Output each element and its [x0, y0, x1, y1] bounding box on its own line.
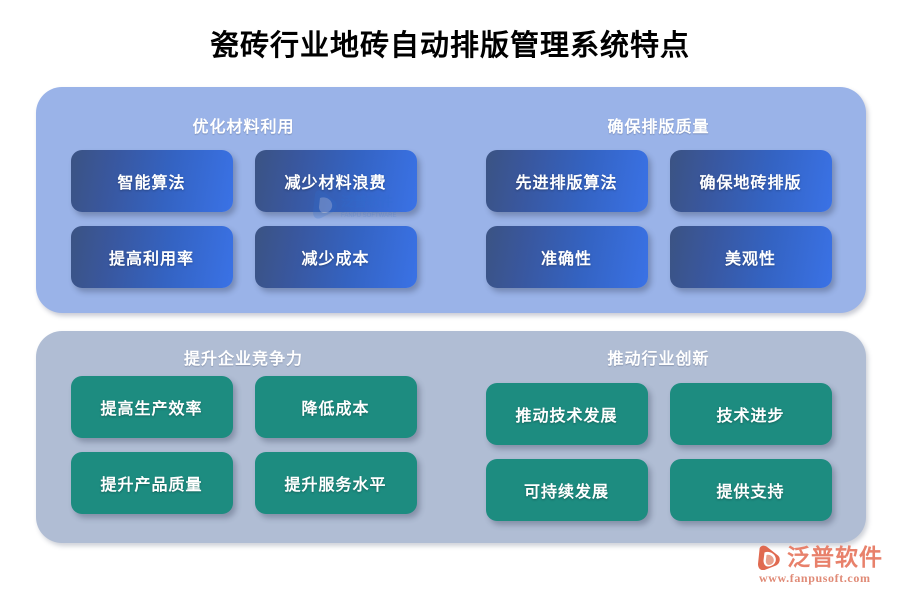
group-title-drive-innovation: 推动行业创新 — [607, 351, 710, 368]
card-advanced-layout-algorithm[interactable]: 先进排版算法 — [485, 150, 648, 212]
brand-logo: 泛普软件 www.fanpusoft.com — [757, 544, 893, 594]
card-grid-boost-competitiveness: 提高生产效率 降低成本 提升产品质量 提升服务水平 — [36, 376, 451, 514]
group-ensure-quality: 确保排版质量 先进排版算法 确保地砖排版 准确性 美观性 — [451, 87, 866, 313]
brand-row: 泛普软件 — [757, 544, 883, 570]
group-title-ensure-quality: 确保排版质量 — [607, 119, 710, 136]
card-label: 提高利用率 — [108, 251, 194, 268]
card-intelligent-algorithm[interactable]: 智能算法 — [70, 150, 233, 212]
fanpu-swoosh-logo-icon — [758, 545, 780, 570]
card-grid-ensure-quality: 先进排版算法 确保地砖排版 准确性 美观性 — [451, 150, 866, 288]
card-label: 提供支持 — [716, 484, 785, 501]
group-boost-competitiveness: 提升企业竞争力 提高生产效率 降低成本 提升产品质量 提升服务水平 — [36, 331, 451, 543]
card-lower-cost[interactable]: 降低成本 — [254, 376, 417, 438]
panel-top: 优化材料利用 智能算法 减少材料浪费 提高利用率 减少成本 确保排版质量 — [36, 87, 866, 313]
card-improve-production-efficiency[interactable]: 提高生产效率 — [70, 376, 233, 438]
card-reduce-material-waste[interactable]: 减少材料浪费 — [254, 150, 417, 212]
panel-bottom: 提升企业竞争力 提高生产效率 降低成本 提升产品质量 提升服务水平 推动行业创新 — [36, 331, 866, 543]
card-ensure-tile-layout[interactable]: 确保地砖排版 — [669, 150, 832, 212]
card-label: 美观性 — [724, 251, 776, 268]
group-title-optimize-material: 优化材料利用 — [192, 119, 295, 136]
card-improve-utilization-rate[interactable]: 提高利用率 — [70, 226, 233, 288]
card-improve-service-level[interactable]: 提升服务水平 — [254, 452, 417, 514]
card-label: 准确性 — [540, 251, 592, 268]
card-label: 推动技术发展 — [515, 408, 618, 425]
card-label: 确保地砖排版 — [699, 175, 802, 192]
card-label: 智能算法 — [117, 175, 186, 192]
card-technological-progress[interactable]: 技术进步 — [669, 383, 832, 445]
card-grid-optimize-material: 智能算法 减少材料浪费 提高利用率 减少成本 — [36, 150, 451, 288]
card-grid-drive-innovation: 推动技术发展 技术进步 可持续发展 提供支持 — [451, 383, 866, 521]
card-label: 可持续发展 — [523, 484, 609, 501]
card-improve-product-quality[interactable]: 提升产品质量 — [70, 452, 233, 514]
group-drive-innovation: 推动行业创新 推动技术发展 技术进步 可持续发展 提供支持 — [451, 331, 866, 543]
card-drive-technology-development[interactable]: 推动技术发展 — [485, 383, 648, 445]
card-label: 提高生产效率 — [100, 401, 203, 418]
group-optimize-material: 优化材料利用 智能算法 减少材料浪费 提高利用率 减少成本 — [36, 87, 451, 313]
card-label: 提升产品质量 — [100, 477, 203, 494]
card-reduce-cost[interactable]: 减少成本 — [254, 226, 417, 288]
card-provide-support[interactable]: 提供支持 — [669, 459, 832, 521]
brand-name: 泛普软件 — [787, 544, 883, 570]
brand-url: www.fanpusoft.com — [759, 571, 871, 585]
card-aesthetics[interactable]: 美观性 — [669, 226, 832, 288]
card-label: 减少成本 — [301, 251, 370, 268]
card-label: 先进排版算法 — [515, 175, 618, 192]
card-label: 减少材料浪费 — [284, 175, 387, 192]
card-label: 降低成本 — [301, 401, 370, 418]
card-label: 技术进步 — [716, 408, 785, 425]
group-title-boost-competitiveness: 提升企业竞争力 — [183, 351, 303, 368]
page-title: 瓷砖行业地砖自动排版管理系统特点 — [209, 30, 690, 62]
card-label: 提升服务水平 — [284, 477, 387, 494]
card-sustainable-development[interactable]: 可持续发展 — [485, 459, 648, 521]
card-accuracy[interactable]: 准确性 — [485, 226, 648, 288]
